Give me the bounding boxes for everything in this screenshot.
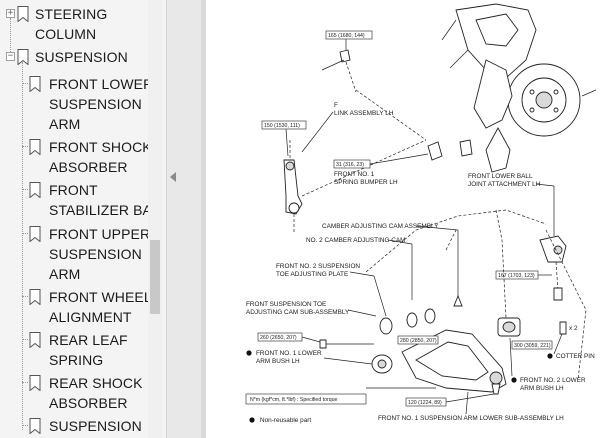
bookmark-icon — [29, 332, 41, 348]
bookmarks-scrollbar[interactable] — [148, 0, 162, 438]
tree-connector — [22, 339, 28, 340]
bookmark-label: STEERING COLUMN — [35, 6, 108, 42]
page-shadow — [201, 0, 207, 438]
bookmark-label: FRONT WHEEL ALIGNMENT — [49, 289, 152, 325]
non-reusable-marker — [511, 377, 517, 383]
tree-connector — [22, 83, 28, 84]
lower-arm-bush-1 — [371, 354, 393, 374]
non-reusable-marker — [246, 350, 252, 356]
label-cotter-pin: COTTER PIN — [556, 353, 595, 360]
suspension-exploded-diagram: 165 (1680, 144) 150 (1530, 111) F LINK A… — [245, 3, 597, 424]
label-ball-joint: FRONT LOWER BALL JOINT ATTACHMENT LH — [468, 173, 541, 188]
collapse-toggle-icon[interactable]: − — [6, 51, 15, 61]
lower-suspension-arm — [401, 329, 507, 395]
panel-splitter[interactable] — [166, 0, 207, 438]
scrollbar-thumb[interactable] — [150, 240, 160, 314]
stabilizer-link-bolt — [321, 49, 357, 93]
bookmark-label: REAR LEAF SPRING — [49, 332, 128, 368]
torque-label-t8: 120 (1224, 89) — [408, 400, 442, 406]
bookmark-label: SUSPENSION — [35, 49, 128, 65]
bookmark-label: FRONT LOWER SUSPENSION ARM — [49, 76, 154, 132]
label-x2: x 2 — [569, 325, 578, 332]
label-bush2: FRONT NO. 2 LOWER ARM BUSH LH — [520, 377, 587, 392]
stabilizer-link — [283, 139, 427, 232]
expand-toggle-icon[interactable]: + — [6, 8, 15, 18]
label-bumper: FRONT NO. 1 SPRING BUMPER LH — [334, 171, 398, 186]
label-toe-plate: FRONT NO. 2 SUSPENSION TOE ADJUSTING PLA… — [276, 263, 362, 278]
non-reusable-marker — [249, 417, 255, 423]
bookmark-icon — [29, 226, 41, 242]
legend-torque-box — [245, 393, 367, 405]
bookmark-label: FRONT STABILIZER BAR — [49, 182, 162, 218]
tree-connector — [22, 296, 28, 297]
label-camber-cam-2: NO. 2 CAMBER ADJUSTING CAM — [306, 237, 405, 244]
label-stabilizer-link: F LINK ASSEMBLY LH — [334, 102, 394, 117]
tree-connector — [22, 425, 28, 426]
tree-connector — [22, 382, 28, 383]
bookmark-icon — [29, 182, 41, 198]
collapse-panel-icon[interactable] — [170, 172, 176, 182]
label-lower-arm: FRONT NO. 1 SUSPENSION ARM LOWER SUB-ASS… — [378, 415, 564, 422]
ball-joint — [539, 235, 567, 301]
non-reusable-marker — [547, 353, 553, 359]
legend-torque: N*m (kgf*cm, ft.*lbf) : Specified torque — [250, 397, 337, 403]
bookmark-label: FRONT SHOCK ABSORBER — [49, 139, 152, 175]
tree-connector — [10, 18, 11, 58]
bookmark-label: REAR SHOCK ABSORBER — [49, 375, 143, 411]
bookmark-icon — [29, 418, 41, 434]
bookmark-icon — [29, 139, 41, 155]
label-bush1: FRONT NO. 1 LOWER ARM BUSH LH — [256, 350, 323, 365]
bookmark-label: SUSPENSION — [49, 418, 142, 434]
bookmark-icon — [29, 375, 41, 391]
bookmark-icon — [17, 6, 29, 22]
bookmark-icon — [29, 289, 41, 305]
torque-label-t7: 300 (3059, 221) — [514, 343, 551, 349]
torque-label-t6: 280 (2850, 207) — [400, 338, 437, 344]
torque-label-t4: 167 (1703, 123) — [498, 273, 535, 279]
bookmark-label: FRONT UPPER SUSPENSION ARM — [49, 226, 151, 282]
tree-connector — [22, 146, 28, 147]
adjusting-cams — [379, 229, 463, 335]
bookmark-icon — [29, 76, 41, 92]
tree-connector — [22, 62, 23, 430]
label-camber-cam: CAMBER ADJUSTING CAM ASSEMBLY — [322, 223, 439, 230]
torque-label-t5: 260 (2650, 207) — [260, 335, 297, 341]
lower-arm-bush-2 — [497, 317, 521, 337]
torque-label-t2: 150 (1530, 111) — [264, 123, 300, 129]
torque-label-t3: 31 (316, 23) — [336, 162, 364, 168]
arm-bolts — [319, 339, 436, 389]
torque-label-t1: 165 (1680, 144) — [328, 33, 365, 39]
legend-non-reusable: Non-reusable part — [260, 417, 311, 424]
tree-connector — [22, 189, 28, 190]
label-toe-cam: FRONT SUSPENSION TOE ADJUSTING CAM SUB-A… — [246, 301, 350, 316]
bookmark-icon — [17, 49, 29, 65]
bookmarks-panel: + STEERING COLUMN − SUSPENSION FRONT LOW… — [0, 0, 166, 438]
steering-knuckle-illustration — [441, 3, 597, 173]
spring-bumper — [355, 89, 473, 161]
document-page: 165 (1680, 144) 150 (1530, 111) F LINK A… — [206, 0, 600, 438]
tree-connector — [22, 233, 28, 234]
